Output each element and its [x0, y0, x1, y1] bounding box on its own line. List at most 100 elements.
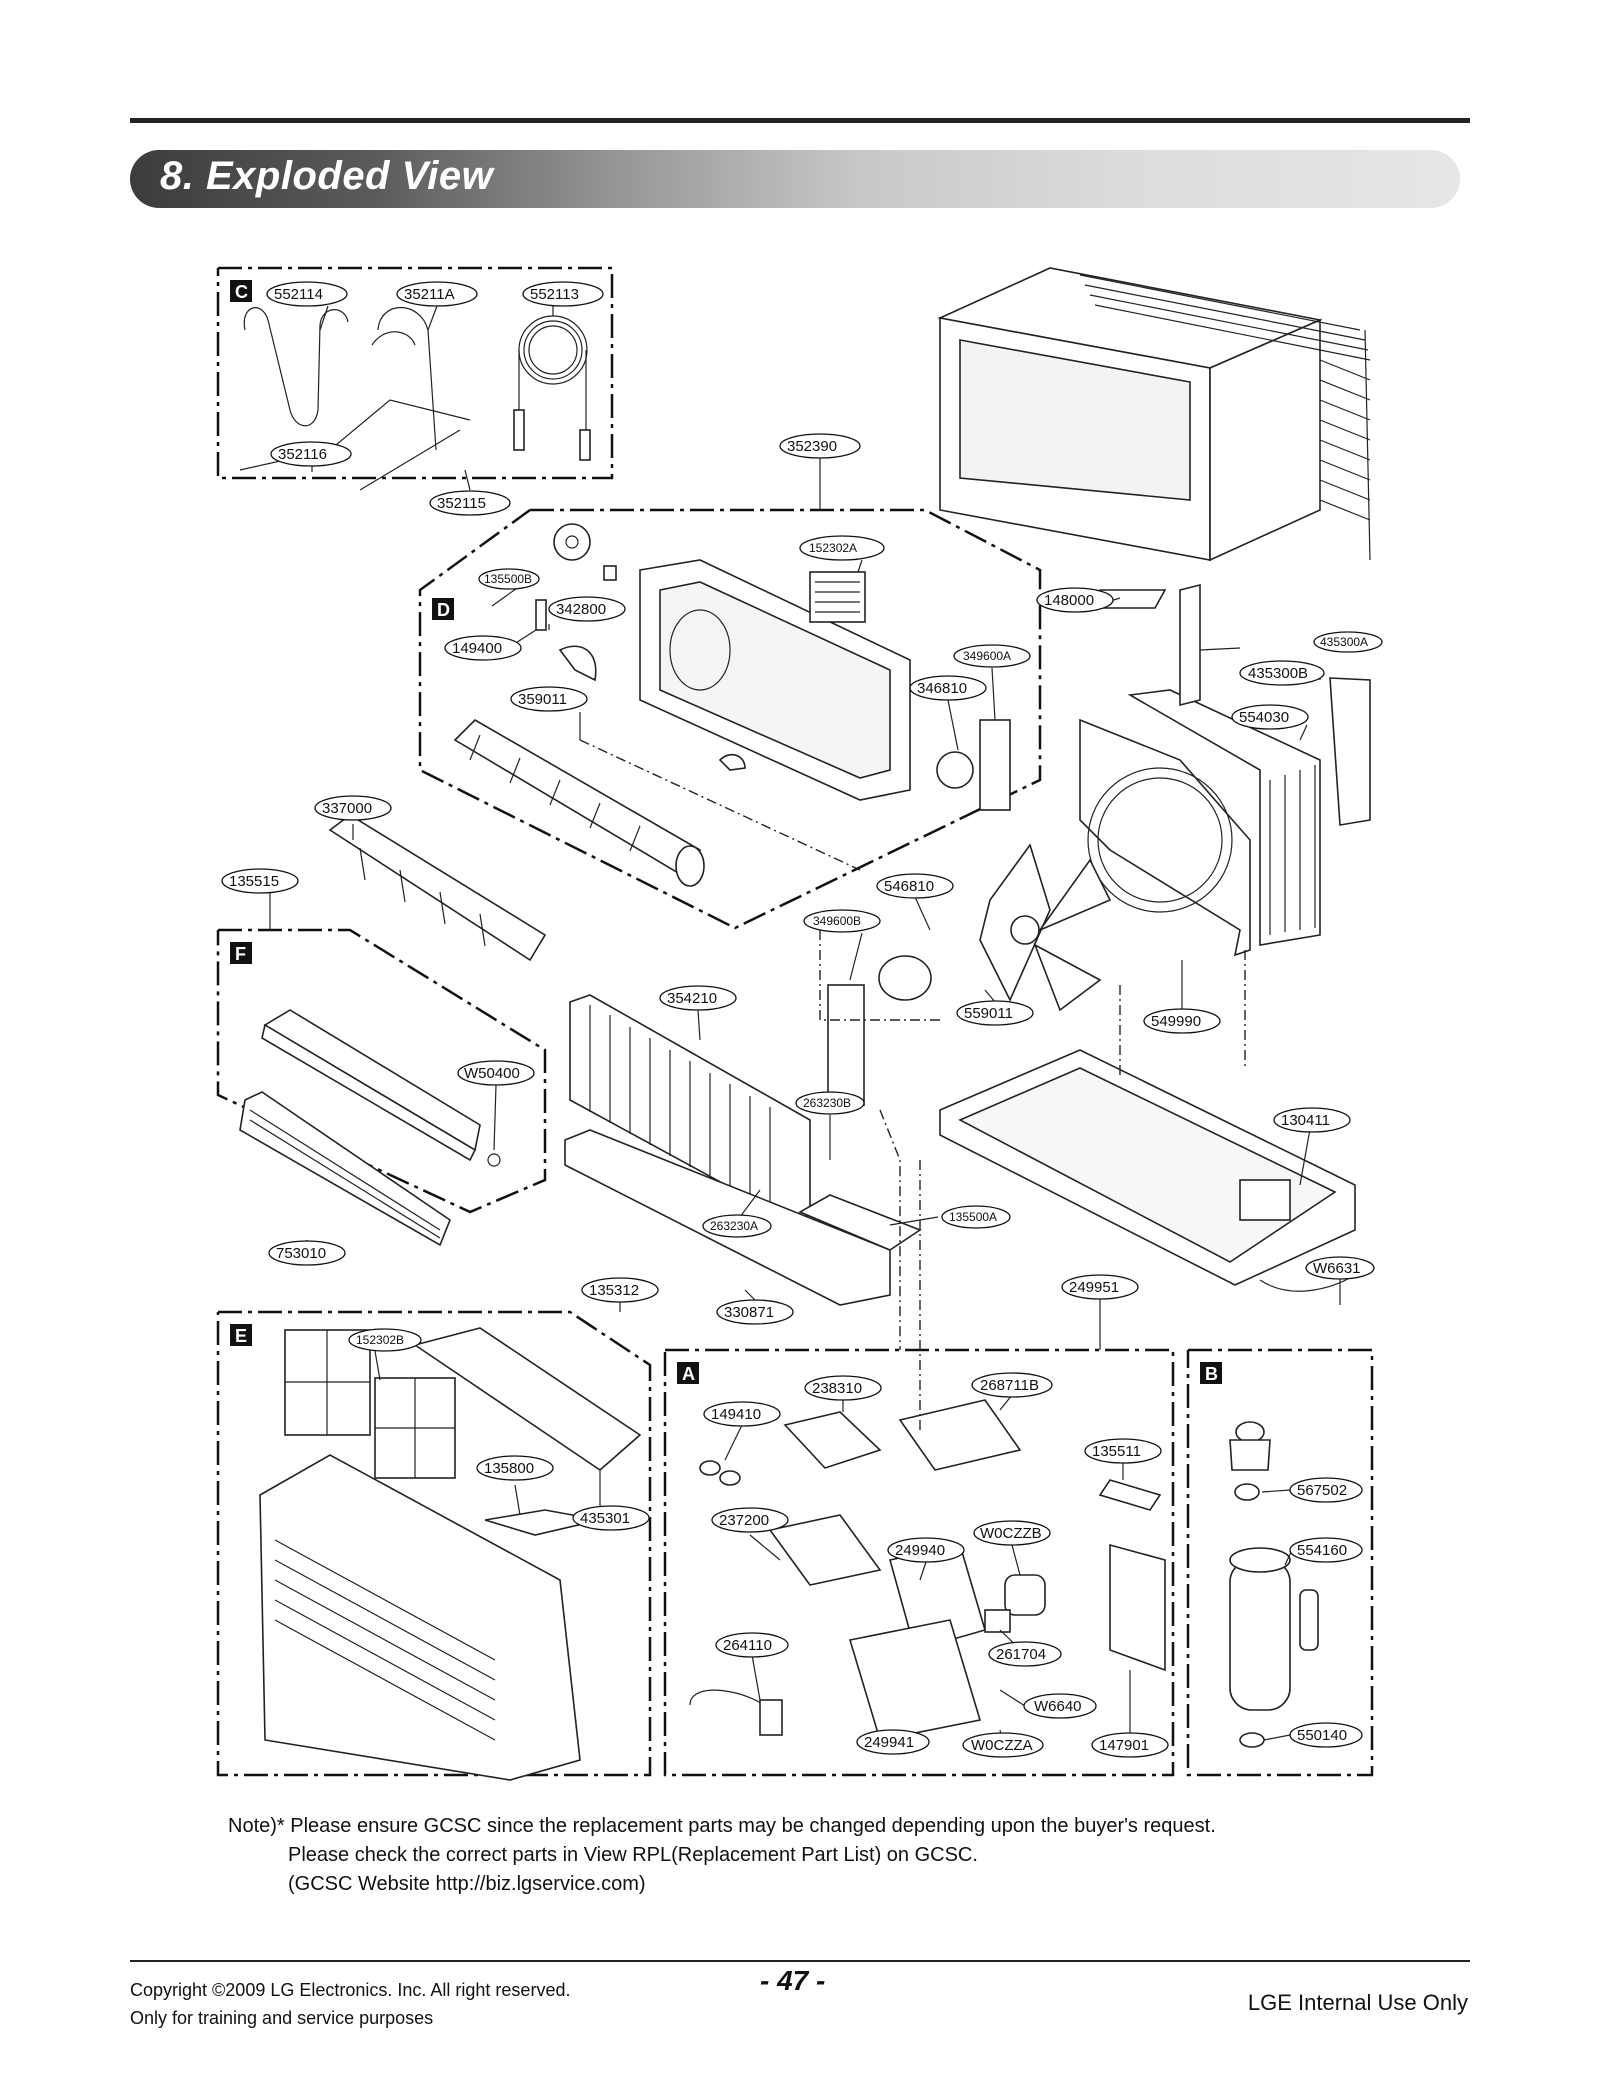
part-label-135515: 135515	[221, 868, 299, 894]
svg-text:W6631: W6631	[1313, 1260, 1361, 1277]
svg-text:249940: 249940	[895, 1542, 945, 1559]
part-label-W6631: W6631	[1305, 1256, 1375, 1280]
section-tag-f: F	[230, 942, 252, 964]
section-c-box	[216, 266, 614, 480]
part-label-552114: 552114	[266, 281, 348, 307]
svg-text:E: E	[235, 1326, 247, 1346]
svg-text:549990: 549990	[1151, 1013, 1201, 1030]
section-tag-a: A	[677, 1362, 699, 1384]
part-label-352390: 352390	[779, 433, 861, 459]
part-label-152302B: 152302B	[348, 1328, 422, 1352]
part-label-W6640: W6640	[1023, 1693, 1097, 1719]
front-panel-assembly	[259, 1327, 642, 1781]
note-block: Note)* Please ensure GCSC since the repl…	[228, 1812, 1216, 1899]
svg-text:W6640: W6640	[1034, 1698, 1082, 1715]
svg-text:130411: 130411	[1281, 1112, 1330, 1129]
part-label-W0CZZB: W0CZZB	[973, 1520, 1051, 1546]
svg-text:263230B: 263230B	[803, 1096, 851, 1110]
svg-text:261704: 261704	[996, 1646, 1046, 1663]
part-label-352115: 352115	[429, 490, 511, 516]
part-label-546810: 546810	[876, 873, 954, 899]
evaporator-assembly	[564, 994, 922, 1306]
part-label-753010: 753010	[268, 1240, 346, 1266]
part-label-550140: 550140	[1289, 1722, 1363, 1748]
part-label-346810: 346810	[909, 675, 987, 701]
compressor-assembly	[1229, 1421, 1319, 1748]
svg-text:554160: 554160	[1297, 1542, 1347, 1559]
svg-text:135500B: 135500B	[484, 572, 532, 586]
part-label-261704: 261704	[988, 1641, 1062, 1667]
svg-text:337000: 337000	[322, 800, 372, 817]
condenser-assembly	[827, 583, 1371, 1106]
svg-text:249951: 249951	[1069, 1279, 1119, 1296]
svg-text:435300A: 435300A	[1320, 635, 1368, 649]
copyright-text: Copyright ©2009 LG Electronics. Inc. All…	[130, 1980, 571, 2000]
part-label-135500B: 135500B	[478, 568, 540, 590]
svg-text:147901: 147901	[1099, 1737, 1149, 1754]
page-number: - 47 -	[760, 1965, 826, 1996]
svg-text:352116: 352116	[278, 446, 327, 463]
section-f-box	[216, 928, 547, 1214]
svg-text:148000: 148000	[1044, 592, 1094, 609]
footer-copyright: Copyright ©2009 LG Electronics. Inc. All…	[130, 1976, 570, 2032]
heater-assembly	[239, 814, 547, 1247]
svg-text:B: B	[1205, 1364, 1218, 1384]
section-b-box	[1186, 1348, 1374, 1777]
svg-text:435301: 435301	[580, 1510, 630, 1527]
part-label-263230B: 263230B	[795, 1091, 865, 1115]
svg-text:F: F	[235, 944, 246, 964]
assembly-lines	[579, 739, 1246, 1430]
svg-text:354210: 354210	[667, 990, 717, 1007]
part-label-552113: 552113	[522, 281, 604, 307]
part-label-554030: 554030	[1231, 704, 1309, 730]
svg-text:552114: 552114	[274, 286, 323, 303]
part-label-435301: 435301	[572, 1505, 650, 1531]
svg-text:149410: 149410	[711, 1406, 761, 1423]
part-label-359011: 359011	[510, 686, 588, 712]
part-label-567502: 567502	[1289, 1477, 1363, 1503]
svg-text:238310: 238310	[812, 1380, 862, 1397]
part-label-W50400: W50400	[457, 1060, 535, 1086]
part-label-148000: 148000	[1036, 587, 1114, 613]
section-tag-e: E	[230, 1324, 252, 1346]
part-label-349600B: 349600B	[803, 909, 881, 933]
base-pan	[939, 1049, 1356, 1292]
part-label-249951: 249951	[1061, 1274, 1139, 1300]
part-label-263230A: 263230A	[702, 1214, 772, 1238]
page-title: 8. Exploded View	[160, 154, 494, 198]
svg-text:342800: 342800	[556, 601, 606, 618]
section-tag-b: B	[1200, 1362, 1222, 1384]
blower-assembly	[453, 523, 1011, 887]
section-banner	[130, 150, 1460, 208]
svg-text:264110: 264110	[723, 1637, 772, 1654]
part-label-342800: 342800	[548, 596, 626, 622]
svg-text:D: D	[437, 600, 450, 620]
note-line-3: (GCSC Website http://biz.lgservice.com)	[288, 1873, 646, 1895]
training-text: Only for training and service purposes	[130, 2008, 434, 2028]
part-label-435300A: 435300A	[1313, 631, 1383, 653]
svg-text:135515: 135515	[229, 873, 279, 890]
part-label-147901: 147901	[1091, 1732, 1169, 1758]
part-label-149400: 149400	[444, 635, 522, 661]
svg-text:263230A: 263230A	[710, 1219, 758, 1233]
note-line-2: Please check the correct parts in View R…	[288, 1844, 978, 1866]
svg-text:753010: 753010	[276, 1245, 326, 1262]
svg-text:567502: 567502	[1297, 1482, 1347, 1499]
svg-text:346810: 346810	[917, 680, 967, 697]
part-label-549990: 549990	[1143, 1008, 1221, 1034]
part-label-35211A: 35211A	[396, 281, 478, 307]
part-label-349600A: 349600A	[953, 644, 1031, 668]
header-rule	[130, 118, 1470, 123]
part-label-135500A: 135500A	[941, 1205, 1011, 1229]
svg-text:W0CZZA: W0CZZA	[971, 1737, 1033, 1754]
svg-text:359011: 359011	[518, 691, 567, 708]
section-e-box	[216, 1310, 652, 1777]
footer-rule	[130, 1960, 1470, 1962]
svg-text:C: C	[235, 282, 248, 302]
svg-text:A: A	[682, 1364, 695, 1384]
part-label-554160: 554160	[1289, 1537, 1363, 1563]
part-label-330871: 330871	[716, 1299, 794, 1325]
svg-text:152302A: 152302A	[809, 541, 857, 555]
svg-text:152302B: 152302B	[356, 1333, 404, 1347]
svg-text:W50400: W50400	[464, 1065, 520, 1082]
